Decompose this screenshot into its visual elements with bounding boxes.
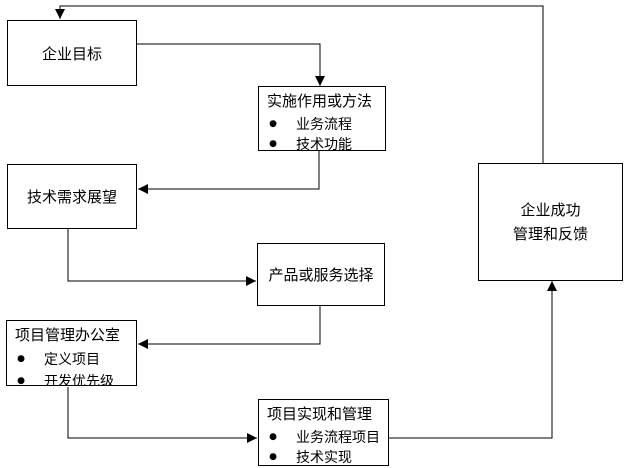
bullet-label: 技术功能 — [296, 137, 352, 151]
connector-implementation-to-success — [389, 281, 557, 439]
connector-success-to-goals — [55, 5, 544, 163]
bullet-item: ● 业务流程 — [265, 114, 383, 134]
box-product-or-service-selection: 产品或服务选择 — [257, 243, 385, 306]
bullet-icon: ● — [269, 138, 277, 149]
connector-techreq-to-product — [67, 229, 256, 286]
connector-methods-to-techreq — [138, 151, 320, 194]
box-tech-requirements-outlook: 技术需求展望 — [7, 164, 137, 229]
bullet-icon: ● — [269, 431, 277, 442]
box-title: 项目实现和管理 — [267, 405, 373, 423]
bullet-label: 业务流程 — [296, 117, 352, 133]
box-title-line: 企业成功 — [520, 201, 581, 219]
box-title: 企业目标 — [41, 44, 102, 63]
box-enterprise-goals: 企业目标 — [7, 20, 137, 86]
bullet-icon: ● — [269, 451, 277, 462]
connector-pmo-to-implementation — [67, 387, 257, 443]
box-title: 技术需求展望 — [26, 188, 117, 206]
connector-goals-to-methods — [137, 43, 325, 86]
bullet-item: ● 开发优先级 — [13, 370, 134, 386]
box-title-line: 管理和反馈 — [512, 225, 588, 243]
bullet-icon: ● — [269, 118, 277, 129]
bullet-item: ● 业务流程项目 — [265, 427, 386, 447]
box-title: 产品或服务选择 — [268, 266, 374, 284]
bullet-item: ● 定义项目 — [13, 348, 134, 370]
box-title: 实施作用或方法 — [267, 92, 373, 110]
bullet-label: 技术实现 — [296, 450, 352, 466]
box-implementation-methods: 实施作用或方法 ● 业务流程 ● 技术功能 — [258, 86, 386, 151]
box-project-implementation-management: 项目实现和管理 ● 业务流程项目 ● 技术实现 — [258, 399, 389, 466]
box-project-management-office: 项目管理办公室 ● 定义项目 ● 开发优先级 — [6, 320, 137, 386]
bullet-icon: ● — [17, 375, 25, 386]
bullet-icon: ● — [17, 353, 25, 364]
box-enterprise-success-feedback: 企业成功 管理和反馈 — [478, 163, 623, 281]
bullet-label: 开发优先级 — [44, 374, 114, 386]
bullet-label: 定义项目 — [44, 352, 100, 368]
box-title: 项目管理办公室 — [15, 326, 121, 344]
bullet-label: 业务流程项目 — [296, 430, 380, 446]
bullet-item: ● 技术功能 — [265, 134, 383, 151]
bullet-item: ● 技术实现 — [265, 447, 386, 466]
connector-product-to-pmo — [138, 306, 321, 349]
